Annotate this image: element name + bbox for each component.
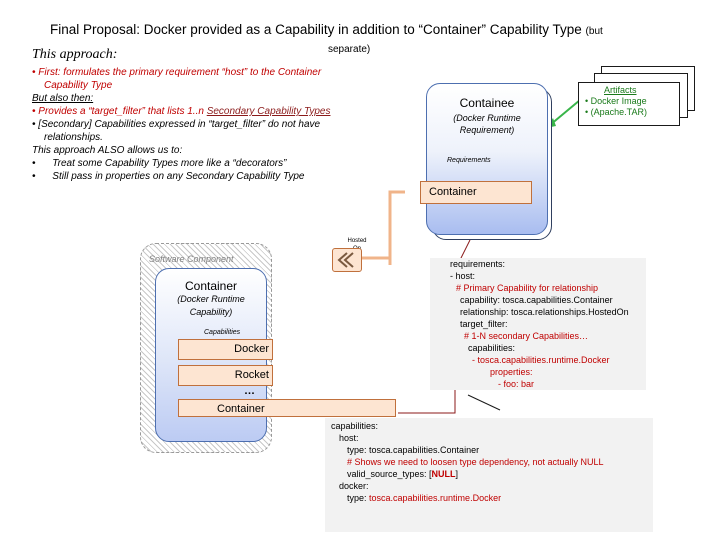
hosted-on-connector — [388, 190, 405, 265]
approach-heading: This approach: — [32, 47, 118, 62]
bullet-text: Provides a “target_filter” that lists 1.… — [38, 106, 207, 117]
capabilities-code-line: type: tosca.capabilities.runtime.Docker — [325, 492, 653, 504]
bullet-dot: • — [32, 67, 36, 78]
slide-title-main: Final Proposal: Docker provided as a Cap… — [50, 22, 582, 37]
container-card-subtitle-1: (Docker Runtime — [177, 294, 245, 304]
bullet-line-1: • First: formulates the primary requirem… — [32, 66, 392, 79]
requirements-code-block: requirements: - host: # Primary Capability… — [430, 258, 646, 390]
capabilities-code-lines: capabilities: host: type: tosca.capabiliti… — [325, 420, 653, 504]
bullet-dot: • — [32, 119, 36, 130]
bullet-dot: • — [32, 106, 36, 117]
code-token: type: — [347, 493, 370, 503]
capabilities-code-line: # Shows we need to loosen type dependenc… — [325, 456, 653, 468]
requirement-container-box[interactable]: Container — [420, 181, 532, 204]
requirements-code-line: - foo: bar — [498, 379, 535, 389]
chevron-left-icon — [337, 252, 354, 268]
requirements-label: Requirements — [447, 157, 491, 164]
artifact-item-2: • (Apache.TAR) — [585, 107, 648, 117]
capabilities-code-line: docker: — [325, 480, 653, 492]
slide-title: Final Proposal: Docker provided as a Cap… — [50, 22, 603, 37]
containee-card[interactable]: Containee (Docker Runtime Requirement) R… — [426, 83, 548, 235]
secondary-capability-types-link: Secondary Capability Types — [206, 106, 331, 117]
bullet-dot: • — [32, 171, 36, 182]
requirements-code-line: capabilities: — [468, 343, 516, 353]
requirements-code-line: target_filter: — [460, 319, 508, 329]
bullet-text: Treat some Capability Types more like a … — [52, 158, 287, 169]
requirements-code-line: # 1-N secondary Capabilities… — [464, 331, 589, 341]
bullet-line-6: • Treat some Capability Types more like … — [32, 157, 392, 170]
containee-subtitle-1: (Docker Runtime — [453, 113, 521, 123]
approach-bullets: • First: formulates the primary requirem… — [32, 66, 392, 183]
capability-container[interactable]: Container — [178, 399, 396, 417]
requirements-code-line: requirements: — [450, 259, 506, 269]
bullet-line-7: • Still pass in properties on any Second… — [32, 170, 392, 183]
code-token: tosca.capabilities.runtime.Docker — [369, 493, 502, 503]
containee-subtitle: (Docker Runtime Requirement) — [427, 112, 547, 136]
bullet-text: First: formulates the primary requiremen… — [38, 67, 322, 78]
bullet-line-1b: Capability Type — [44, 80, 113, 91]
requirements-code-line: # Primary Capability for relationship — [456, 283, 599, 293]
artifacts-title: Artifacts — [604, 85, 637, 95]
containee-subtitle-2: Requirement) — [459, 125, 515, 135]
code-token: # Shows we need to loosen type dependenc… — [347, 457, 604, 467]
artifact-arrow — [549, 99, 581, 126]
artifact-card[interactable]: Artifacts • Docker Image • (Apache.TAR) — [578, 82, 680, 126]
code-token: type: tosca.capabilities.Container — [347, 445, 480, 455]
bullet-text: [Secondary] Capabilities expressed in “t… — [38, 119, 321, 130]
slide-title-paren: (but — [585, 26, 603, 37]
hosted-on-line-1: Hosted — [347, 238, 367, 244]
bullet-dot: • — [32, 158, 36, 169]
requirements-code-line: capability: tosca.capabilities.Container — [460, 295, 613, 305]
code-token: capabilities: — [331, 421, 379, 431]
requirements-code-line: - tosca.capabilities.runtime.Docker — [472, 355, 610, 365]
artifact-item-2-text: (Apache.TAR) — [590, 107, 648, 117]
slide-title-continuation: separate) — [328, 44, 371, 55]
capability-rocket[interactable]: Rocket — [178, 365, 273, 386]
artifact-item-1-text: Docker Image — [590, 96, 647, 106]
bullet-text: Still pass in properties on any Secondar… — [52, 171, 305, 182]
code-token: valid_source_types: [ — [347, 469, 432, 479]
requirements-code-line: - host: — [450, 271, 476, 281]
code-token: docker: — [339, 481, 369, 491]
capabilities-code-line: valid_source_types: [NULL] — [325, 468, 653, 480]
hosted-on-connector-icon[interactable] — [332, 248, 362, 272]
software-component-label: Software Component — [149, 254, 234, 264]
code-token: ] — [455, 469, 459, 479]
capabilities-code-line: capabilities: — [325, 420, 653, 432]
container-card-title: Container — [184, 279, 238, 293]
bullet-line-3: • Provides a “target_filter” that lists … — [32, 105, 392, 118]
container-card-subtitle: (Docker Runtime Capability) — [156, 293, 266, 319]
capabilities-code-line: type: tosca.capabilities.Container — [325, 444, 653, 456]
code-token: host: — [339, 433, 359, 443]
artifact-item-1: • Docker Image — [585, 96, 647, 106]
requirements-code-line: relationship: tosca.relationships.Hosted… — [460, 307, 629, 317]
container-card-subtitle-2: Capability) — [189, 307, 233, 317]
capabilities-code-block: capabilities: host: type: tosca.capabiliti… — [325, 418, 653, 532]
capability-docker[interactable]: Docker — [178, 339, 273, 360]
capabilities-code-line: host: — [325, 432, 653, 444]
but-also-then: But also then: — [32, 93, 94, 104]
requirements-code-line: properties: — [490, 367, 533, 377]
also-allows-line: This approach ALSO allows us to: — [32, 145, 183, 156]
capabilities-ellipsis: … — [244, 385, 255, 397]
bullet-line-4b: relationships. — [44, 132, 103, 143]
containee-title: Containee — [459, 96, 515, 110]
requirements-code-lines: requirements: - host: # Primary Capability… — [430, 258, 646, 390]
capabilities-label: Capabilities — [204, 329, 241, 336]
bullet-line-4: • [Secondary] Capabilities expressed in … — [32, 118, 392, 131]
code-arrow — [467, 394, 501, 411]
code-token: NULL — [431, 469, 456, 479]
